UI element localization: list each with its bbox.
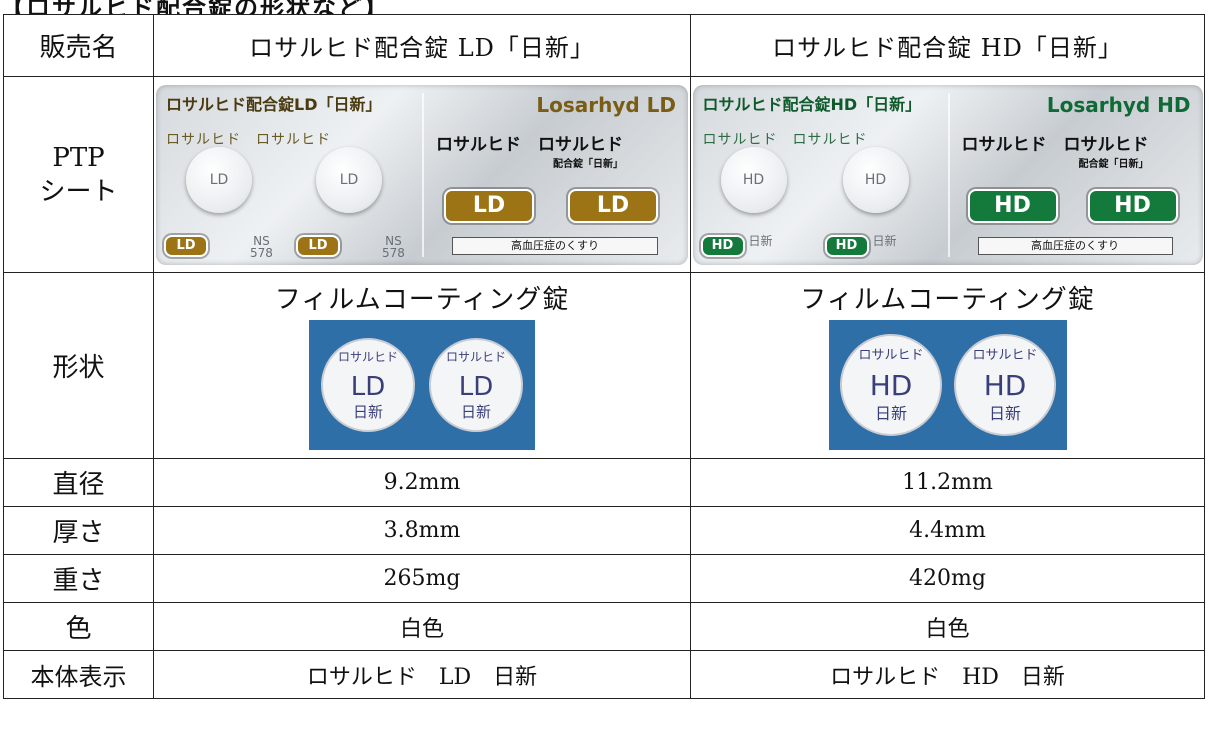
tablet-hd-2-bottom: 日新 <box>988 404 1020 423</box>
tablet-hd-1: ロサルヒド HD 日新 <box>839 334 942 436</box>
row-label-color: 色 <box>3 602 154 651</box>
row-label-diameter: 直径 <box>3 458 154 507</box>
tablet-ld-2-arc: ロサルヒド <box>446 350 506 364</box>
ptp-hd-big-pill-2: HD <box>1087 188 1178 223</box>
shape-cell-hd: フィルムコーティング錠 ロサルヒド HD 日新 ロサルヒド HD 日新 <box>690 272 1205 459</box>
tablet-hd-2-arc: ロサルヒド <box>972 348 1037 363</box>
value-marking-hd: ロサルヒド HD 日新 <box>690 650 1205 699</box>
row-label-marking: 本体表示 <box>3 650 154 699</box>
ptp-hd-sub: 配合錠「日新」 <box>1078 158 1149 170</box>
tablet-hd-1-bottom: 日新 <box>874 404 906 423</box>
ptp-hd-row-big-text: ロサルヒド ロサルヒド <box>961 134 1149 155</box>
ptp-ld-brand-en: Losarhyd LD <box>536 92 676 117</box>
product-name-ld: ロサルヒド配合錠 LD「日新」 <box>153 14 691 77</box>
shape-image-hd: ロサルヒド HD 日新 ロサルヒド HD 日新 <box>828 320 1067 450</box>
ptp-sheet-hd: ロサルヒド配合錠HD「日新」 ロサルヒド ロサルヒド HD HD HD HD 日… <box>692 84 1203 265</box>
value-diameter-hd: 11.2mm <box>690 458 1205 507</box>
ptp-label: PTP シート <box>3 76 154 273</box>
ptp-ld-ns-2: NS 578 <box>382 233 405 260</box>
ptp-hd-ns-2: 日新 <box>872 233 897 248</box>
ptp-ld-tablet-1: LD <box>186 146 252 213</box>
ptp-ld-brand-jp: ロサルヒド配合錠LD「日新」 <box>166 94 382 114</box>
section-heading: 【ロサルヒド配合錠の形状など】 <box>0 0 390 14</box>
value-thickness-ld: 3.8mm <box>153 506 691 555</box>
ptp-hd-ns-1: 日新 <box>748 233 773 248</box>
ptp-ld-small-pill-1: LD <box>164 234 208 257</box>
value-thickness-hd: 4.4mm <box>690 506 1205 555</box>
ptp-ld-back: ロサルヒド配合錠LD「日新」 ロサルヒド ロサルヒド LD LD LD LD N… <box>156 85 422 265</box>
row-label-thickness: 厚さ <box>3 506 154 555</box>
row-color: 色 白色 白色 <box>3 602 1205 651</box>
tablet-ld-2: ロサルヒド LD 日新 <box>428 338 523 432</box>
ptp-ld-tablet-2: LD <box>316 146 382 213</box>
ptp-ld-front: Losarhyd LD ロサルヒド ロサルヒド 配合錠「日新」 LD LD 高血… <box>422 85 688 265</box>
ptp-cell-hd: ロサルヒド配合錠HD「日新」 ロサルヒド ロサルヒド HD HD HD HD 日… <box>690 76 1205 273</box>
tablet-ld-1-bottom: 日新 <box>353 403 383 421</box>
value-weight-ld: 265mg <box>153 554 691 603</box>
ptp-hd-label-box: 高血圧症のくすり <box>977 236 1173 255</box>
ptp-ld-big-pill-2: LD <box>568 188 658 223</box>
tablet-hd-1-center: HD <box>869 369 912 402</box>
ptp-hd-brand-en: Losarhyd HD <box>1046 92 1191 117</box>
tablet-ld-1-center: LD <box>351 372 386 402</box>
value-color-hd: 白色 <box>690 602 1205 651</box>
row-diameter: 直径 9.2mm 11.2mm <box>3 458 1205 507</box>
ptp-sheet-ld: ロサルヒド配合錠LD「日新」 ロサルヒド ロサルヒド LD LD LD LD N… <box>156 84 688 265</box>
ptp-hd-divider <box>947 92 950 257</box>
shape-cell-ld: フィルムコーティング錠 ロサルヒド LD 日新 ロサルヒド LD 日新 <box>153 272 691 459</box>
ptp-hd-brand-jp: ロサルヒド配合錠HD「日新」 <box>702 94 922 114</box>
ptp-hd-small-pill-2: HD <box>824 234 869 257</box>
value-diameter-ld: 9.2mm <box>153 458 691 507</box>
row-label-weight: 重さ <box>3 554 154 603</box>
tablet-ld-1: ロサルヒド LD 日新 <box>321 338 416 432</box>
shape-label: 形状 <box>3 272 154 459</box>
row-marking: 本体表示 ロサルヒド LD 日新 ロサルヒド HD 日新 <box>3 650 1205 699</box>
ptp-ld-row-big-text: ロサルヒド ロサルヒド <box>436 134 623 155</box>
product-name-hd: ロサルヒド配合錠 HD「日新」 <box>690 14 1205 77</box>
spec-table: 販売名 ロサルヒド配合錠 LD「日新」 ロサルヒド配合錠 HD「日新」 PTP … <box>3 14 1205 699</box>
ptp-hd-row-jp: ロサルヒド ロサルヒド <box>702 131 868 148</box>
ptp-hd-big-pill-1: HD <box>967 188 1058 223</box>
tablet-hd-2-center: HD <box>983 369 1026 402</box>
ptp-ld-ns-1: NS 578 <box>250 233 273 260</box>
ptp-ld-big-pill-1: LD <box>444 188 534 223</box>
shape-row: 形状 フィルムコーティング錠 ロサルヒド LD 日新 ロサルヒド LD 日新 フ… <box>3 272 1205 459</box>
value-marking-ld: ロサルヒド LD 日新 <box>153 650 691 699</box>
ptp-hd-small-pill-1: HD <box>700 234 745 257</box>
tablet-ld-1-arc: ロサルヒド <box>338 350 398 364</box>
ptp-hd-tablet-2: HD <box>842 146 909 213</box>
row-thickness: 厚さ 3.8mm 4.4mm <box>3 506 1205 555</box>
ptp-ld-sub: 配合錠「日新」 <box>553 158 623 170</box>
ptp-hd-front: Losarhyd HD ロサルヒド ロサルヒド 配合錠「日新」 HD HD 高血… <box>948 85 1203 265</box>
ptp-hd-back: ロサルヒド配合錠HD「日新」 ロサルヒド ロサルヒド HD HD HD HD 日… <box>693 85 948 265</box>
tablet-hd-2: ロサルヒド HD 日新 <box>953 334 1056 436</box>
ptp-ld-small-pill-2: LD <box>296 234 340 257</box>
ptp-ld-row-jp: ロサルヒド ロサルヒド <box>166 131 331 148</box>
shape-title-ld: フィルムコーティング錠 <box>274 285 570 315</box>
ptp-ld-divider <box>422 92 424 257</box>
header-label: 販売名 <box>3 14 154 77</box>
value-weight-hd: 420mg <box>690 554 1205 603</box>
shape-title-hd: フィルムコーティング錠 <box>800 285 1095 315</box>
tablet-hd-1-arc: ロサルヒド <box>858 348 923 363</box>
ptp-ld-row-big: ロサルヒド ロサルヒド 配合錠「日新」 <box>436 135 623 175</box>
tablet-ld-2-bottom: 日新 <box>461 403 491 421</box>
ptp-ld-label-box: 高血圧症のくすり <box>452 236 658 255</box>
tablet-ld-2-center: LD <box>458 372 493 402</box>
row-weight: 重さ 265mg 420mg <box>3 554 1205 603</box>
shape-image-ld: ロサルヒド LD 日新 ロサルヒド LD 日新 <box>309 320 535 450</box>
header-row: 販売名 ロサルヒド配合錠 LD「日新」 ロサルヒド配合錠 HD「日新」 <box>3 14 1205 77</box>
ptp-row: PTP シート ロサルヒド配合錠LD「日新」 ロサルヒド ロサルヒド LD LD… <box>3 76 1205 273</box>
value-color-ld: 白色 <box>153 602 691 651</box>
ptp-hd-row-big: ロサルヒド ロサルヒド 配合錠「日新」 <box>962 135 1149 175</box>
ptp-hd-tablet-1: HD <box>720 146 787 213</box>
ptp-cell-ld: ロサルヒド配合錠LD「日新」 ロサルヒド ロサルヒド LD LD LD LD N… <box>153 76 691 273</box>
